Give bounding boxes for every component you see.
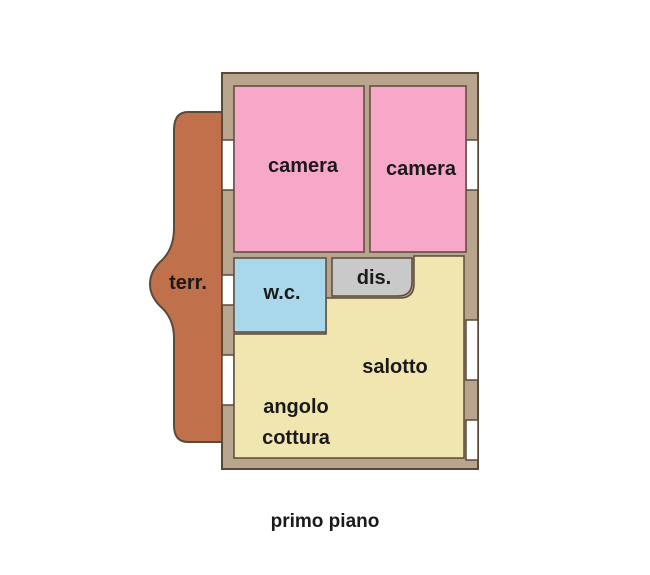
room-camera-right <box>369 85 467 253</box>
label-wc: w.c. <box>262 282 300 304</box>
floor-title: primo piano <box>270 511 380 532</box>
terrace-area <box>148 111 225 443</box>
room-salotto <box>233 255 465 459</box>
label-salotto: salotto <box>362 356 428 378</box>
label-disimpegno: dis. <box>357 267 391 289</box>
label-camera-left: camera <box>268 155 339 177</box>
room-disimpegno <box>331 257 413 297</box>
room-wc <box>233 257 327 333</box>
label-angolo: angolo <box>263 396 329 418</box>
label-camera-right: camera <box>386 158 457 180</box>
label-cottura: cottura <box>262 427 331 449</box>
label-terrace: terr. <box>169 272 207 294</box>
room-camera-left <box>233 85 365 253</box>
